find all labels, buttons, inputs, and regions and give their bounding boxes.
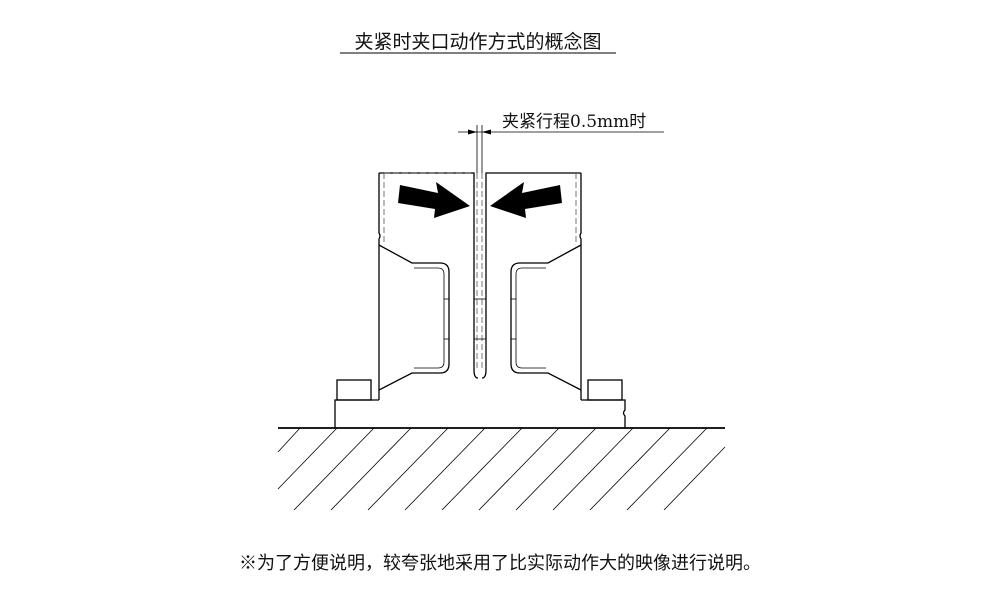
hatch-line — [589, 427, 671, 511]
hatch-line — [515, 427, 597, 511]
hatch-line — [293, 427, 375, 511]
hatch-line — [404, 427, 486, 511]
hatch-line — [367, 427, 449, 511]
hatch-line — [626, 427, 708, 511]
diagram-title: 夹紧时夹口动作方式的概念图 — [354, 30, 601, 53]
dimension-label: 夹紧行程0.5mm时 — [502, 112, 646, 132]
hatch-line — [277, 427, 338, 490]
hatch-line — [552, 427, 634, 511]
left-jaw — [378, 172, 479, 391]
gripper-base — [334, 379, 626, 428]
hatch-line — [478, 427, 560, 511]
right-jaw — [481, 172, 582, 391]
stroke-dimension: 夹紧行程0.5mm时 — [458, 112, 664, 173]
arrow-right-icon — [398, 182, 470, 218]
hatch-line — [330, 427, 412, 511]
hatch-line — [663, 446, 726, 511]
arrow-left-icon — [490, 182, 562, 218]
hatch-line — [441, 427, 523, 511]
footnote: ※为了方便说明，较夸张地采用了比实际动作大的映像进行说明。 — [239, 553, 761, 574]
hatch-line — [277, 427, 301, 453]
center-slot — [474, 173, 486, 370]
ground-hatching — [277, 427, 726, 511]
